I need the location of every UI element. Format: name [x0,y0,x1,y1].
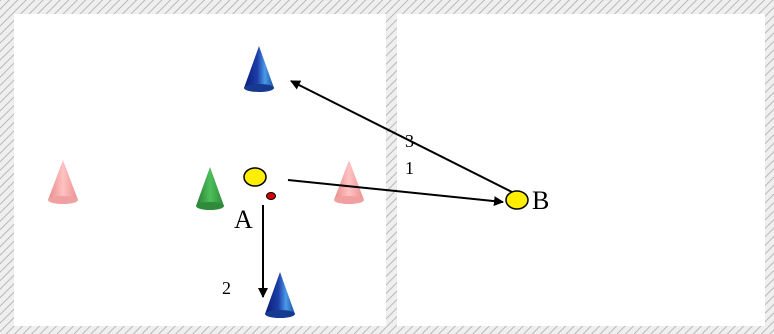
player-b-label: B [532,186,549,215]
arrow-pass-1 [287,179,504,207]
left-field [14,14,386,326]
cone-red-center [334,160,364,204]
arrow-pass-3 [290,80,515,194]
cone-red-left [48,160,78,204]
step-2-label: 2 [222,278,231,298]
player-a-label: A [234,205,253,234]
cone-blue-bottom [265,272,295,318]
step-1-label: 1 [405,158,414,178]
cone-green-left [196,167,224,210]
ball-marker [266,192,276,200]
right-field [397,14,765,326]
player-b-marker [505,190,529,210]
step-3-label: 3 [405,131,414,151]
player-a-marker [243,167,267,187]
cone-blue-top [244,46,274,92]
